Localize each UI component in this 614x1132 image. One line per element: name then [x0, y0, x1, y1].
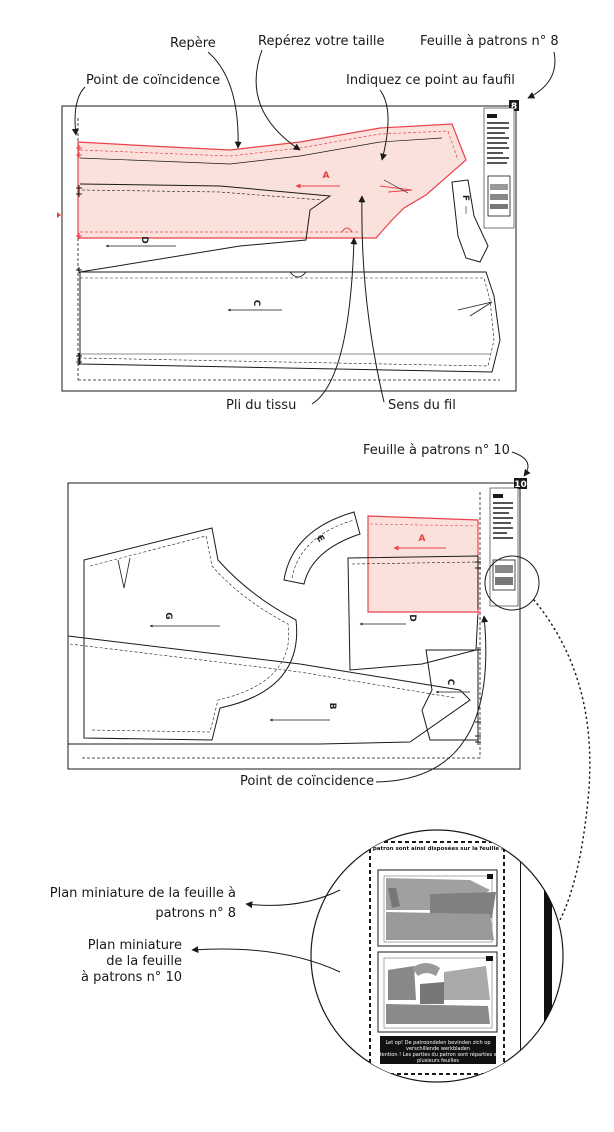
- label-point-coincidence-bottom: Point de coïncidence: [240, 774, 375, 789]
- piece-c-outline-sheet10: [421, 649, 479, 741]
- label-pli-tissu: Pli du tissu: [226, 398, 297, 413]
- label-repere: Repère: [170, 36, 216, 51]
- piece-c-letter-sheet10: C: [445, 679, 455, 686]
- piece-g-outline: [83, 527, 298, 741]
- zoom-source-circle: [484, 555, 540, 611]
- label-feuille-8: Feuille à patrons n° 8: [420, 34, 559, 49]
- sheet-10-legend: [489, 487, 519, 607]
- piece-c-letter: C: [251, 300, 261, 307]
- annotation-arrows-bottom: [191, 889, 341, 973]
- sheet-10-badge: 10: [514, 478, 527, 490]
- piece-d-letter: D: [139, 236, 149, 243]
- label-plan-10-line2: de la feuille: [106, 954, 182, 969]
- magnifier-header: parties du patron sont ainsi disposées s…: [339, 845, 534, 852]
- magnifier: parties du patron sont ainsi disposées s…: [310, 829, 564, 1083]
- label-feuille-10: Feuille à patrons n° 10: [363, 443, 510, 458]
- sheet-10-number: 10: [514, 480, 527, 490]
- piece-d-letter-sheet10: D: [407, 614, 417, 621]
- sheet-8-legend: [483, 107, 515, 229]
- label-plan-10-line1: Plan miniature: [87, 938, 182, 953]
- piece-a-letter: A: [323, 171, 330, 181]
- piece-e-letter: E: [314, 534, 326, 544]
- label-indiquez-faufil: Indiquez ce point au faufil: [346, 73, 515, 88]
- sheet-8-badge: 8: [509, 100, 519, 112]
- label-plan-8-line1: Plan miniature de la feuille à: [49, 886, 236, 901]
- piece-e-outline: [283, 511, 361, 585]
- label-sens-fil: Sens du fil: [388, 398, 456, 413]
- pattern-sheet-10: 10 A D: [67, 478, 540, 770]
- pattern-sheet-8: 8 A: [57, 100, 519, 392]
- piece-g-letter: G: [163, 612, 173, 619]
- label-point-coincidence-top: Point de coïncidence: [86, 73, 221, 88]
- annotation-arrows-top: [71, 49, 556, 405]
- piece-f-letter: F: [460, 195, 470, 201]
- sheet-8-number: 8: [511, 102, 517, 112]
- piece-b-letter: B: [327, 703, 337, 710]
- piece-f-outline: [451, 179, 489, 263]
- label-reperez-taille: Repérez votre taille: [258, 34, 385, 49]
- piece-b-outline: [67, 635, 471, 745]
- label-plan-8-line2: patrons n° 8: [155, 906, 236, 921]
- magnifier-footer-4: plusieurs feuilles: [417, 1058, 459, 1064]
- annotation-arrows-middle: [375, 451, 531, 783]
- piece-a-highlight-sheet10: [367, 515, 479, 613]
- piece-a-letter-sheet10: A: [419, 534, 426, 544]
- coincidence-marks-sheet8: [57, 145, 82, 365]
- magnifier-footer-2: verschillende werkbladen: [406, 1046, 470, 1052]
- magnifier-footer-3: Attention ! Les parties du patron sont r…: [374, 1051, 502, 1058]
- zoom-connector: [533, 599, 591, 921]
- label-plan-10-line3: à patrons n° 10: [81, 970, 182, 985]
- magnifier-footer-1: Let op! De patroondelen bevinden zich op: [385, 1040, 490, 1046]
- piece-d-outline: [79, 183, 332, 273]
- piece-a-highlight: [77, 123, 467, 239]
